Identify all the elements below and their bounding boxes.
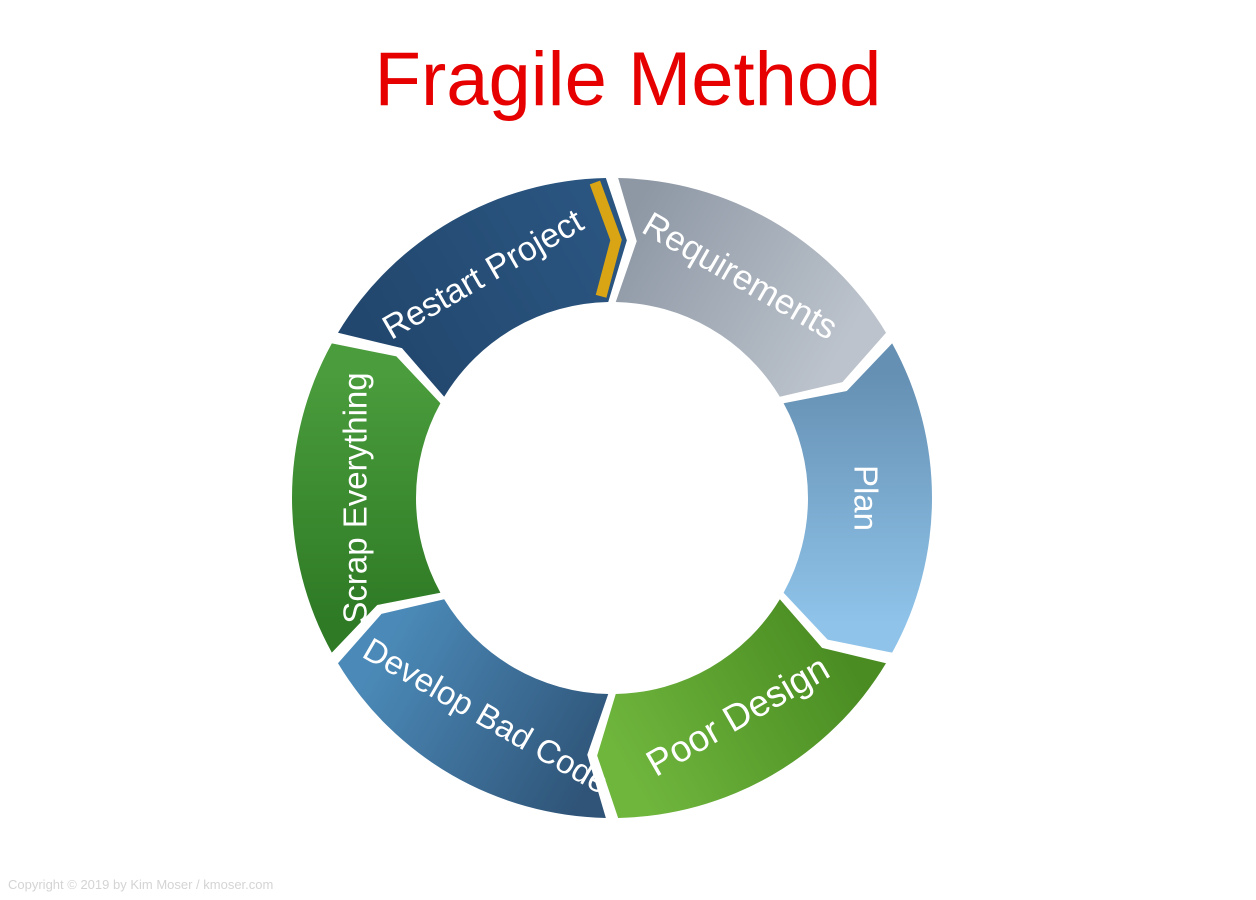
cycle-label-2: Plan — [847, 465, 884, 531]
cycle-segment-6 — [337, 178, 627, 397]
cycle-segment-5 — [291, 343, 441, 653]
cycle-segment-4 — [337, 599, 609, 818]
cycle-segment-3 — [597, 599, 887, 818]
cycle-label-5: Scrap Everything — [337, 372, 374, 623]
page-title: Fragile Method — [374, 37, 882, 122]
cycle-start-chevron — [589, 180, 622, 298]
cycle-segment-1 — [615, 178, 887, 397]
copyright-footer: Copyright © 2019 by Kim Moser / kmoser.c… — [8, 877, 274, 892]
cycle-segment-2 — [783, 343, 933, 653]
